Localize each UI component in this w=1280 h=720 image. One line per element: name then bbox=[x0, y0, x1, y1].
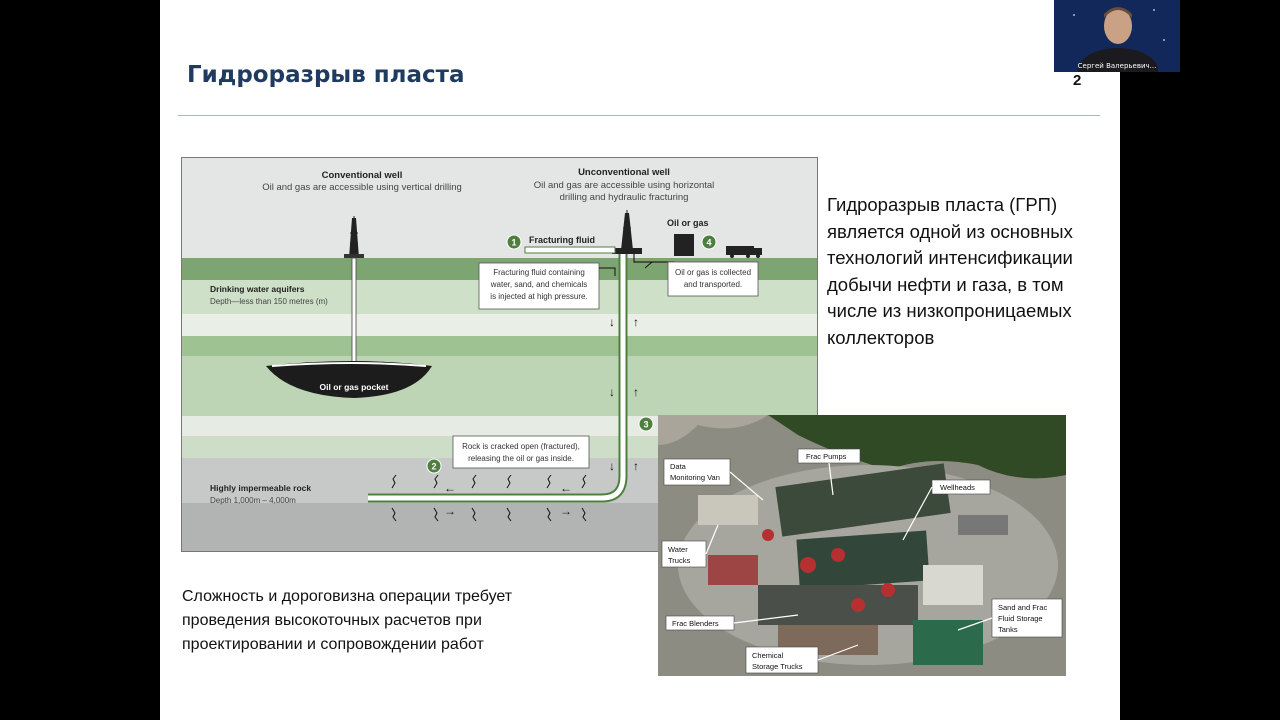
title-divider bbox=[178, 115, 1100, 116]
slide: Гидроразрыв пласта 2 bbox=[160, 0, 1120, 720]
frac-blenders-label: Frac Blenders bbox=[672, 619, 719, 628]
slide-title: Гидроразрыв пласта bbox=[187, 62, 465, 88]
fluid-callout-line-2: water, sand, and chemicals bbox=[490, 280, 588, 289]
wellheads-label: Wellheads bbox=[940, 483, 975, 492]
svg-text:←: ← bbox=[444, 481, 456, 495]
svg-text:→: → bbox=[560, 504, 572, 518]
data-van-line-2: Monitoring Van bbox=[670, 473, 720, 482]
sand-tanks-line-3: Tanks bbox=[998, 625, 1018, 634]
step-2-badge bbox=[426, 458, 442, 474]
person-shoulders bbox=[1078, 48, 1158, 72]
fracture-cracks bbox=[391, 474, 587, 522]
unconventional-subtitle-2: drilling and hydraulic fracturing bbox=[560, 192, 689, 203]
unconventional-subtitle-1: Oil and gas are accessible using horizon… bbox=[534, 180, 715, 191]
slide-number: 2 bbox=[1073, 72, 1082, 89]
chemical-trucks-line-1: Chemical bbox=[752, 651, 784, 660]
step-3-number: 3 bbox=[643, 420, 648, 430]
body-text: Гидроразрыв пласта (ГРП) является одной … bbox=[827, 194, 1073, 348]
sand-tanks-line-2: Fluid Storage bbox=[998, 614, 1043, 623]
water-trucks-line-1: Water bbox=[668, 545, 688, 554]
tree-line bbox=[768, 415, 1066, 479]
webcam-participant-name: Сергей Валерьевич... bbox=[1077, 62, 1157, 70]
step-2-number: 2 bbox=[431, 462, 436, 472]
rock-callout-line-2: releasing the oil or gas inside. bbox=[468, 454, 574, 463]
step-1-badge bbox=[506, 234, 522, 250]
rock-title: Highly impermeable rock bbox=[210, 483, 311, 493]
frac-site-photo: Data Monitoring Van Frac Pumps Wellheads… bbox=[658, 415, 1066, 676]
svg-text:↓: ↓ bbox=[609, 459, 615, 473]
rock-callout-box bbox=[452, 435, 590, 469]
water-trucks-line-2: Trucks bbox=[668, 556, 690, 565]
rock-depth: Depth 1,000m – 4,000m bbox=[210, 496, 296, 505]
svg-text:↑: ↑ bbox=[633, 385, 639, 399]
up-arrow-icon: ↑ bbox=[633, 315, 639, 329]
aquifer-depth: Depth—less than 150 metres (m) bbox=[210, 297, 328, 306]
webcam-overlay: Сергей Валерьевич... bbox=[1054, 0, 1180, 72]
rock-callout-line-1: Rock is cracked open (fractured), bbox=[462, 442, 580, 451]
truck-icon bbox=[726, 246, 762, 258]
collect-callout-line-1: Oil or gas is collected bbox=[675, 268, 751, 277]
svg-text:←: ← bbox=[560, 481, 572, 495]
fracturing-fluid-label: Fracturing fluid bbox=[529, 235, 595, 245]
sky-band bbox=[182, 158, 817, 258]
fluid-callout-line-1: Fracturing fluid containing bbox=[493, 268, 585, 277]
person-face bbox=[1104, 8, 1132, 44]
data-van-label-box bbox=[663, 458, 731, 486]
oil-or-gas-label: Oil or gas bbox=[667, 218, 709, 228]
chemical-trucks-line-2: Storage Trucks bbox=[752, 662, 803, 671]
water-trucks-label-box bbox=[661, 540, 707, 568]
collect-callout-line-2: and transported. bbox=[684, 280, 742, 289]
collect-callout-box bbox=[667, 261, 759, 297]
data-van-line-1: Data bbox=[670, 462, 687, 471]
down-arrow-icon: ↓ bbox=[609, 315, 615, 329]
step-3-badge bbox=[638, 416, 654, 432]
svg-text:↑: ↑ bbox=[633, 459, 639, 473]
frac-pumps-label: Frac Pumps bbox=[806, 452, 847, 461]
bottom-text: Сложность и дороговизна операции требует… bbox=[182, 588, 513, 653]
unconventional-derrick-icon bbox=[612, 210, 642, 254]
photo-pointer-lines bbox=[705, 462, 993, 661]
fluid-callout-box bbox=[478, 262, 600, 310]
oil-pocket-label: Oil or gas pocket bbox=[320, 382, 389, 392]
step-4-number: 4 bbox=[706, 238, 711, 248]
oil-pocket bbox=[266, 361, 432, 398]
svg-text:→: → bbox=[444, 504, 456, 518]
svg-text:↓: ↓ bbox=[609, 385, 615, 399]
fluid-callout-line-3: is injected at high pressure. bbox=[490, 292, 587, 301]
sand-tanks-label-box bbox=[991, 598, 1063, 638]
step-1-number: 1 bbox=[511, 238, 516, 248]
conventional-title: Conventional well bbox=[322, 170, 403, 181]
unconventional-title: Unconventional well bbox=[578, 167, 670, 178]
storage-tank-icon bbox=[674, 234, 694, 256]
conventional-derrick-icon bbox=[344, 216, 364, 258]
sand-tanks-line-1: Sand and Frac bbox=[998, 603, 1047, 612]
step-4-badge bbox=[701, 234, 717, 250]
aquifer-title: Drinking water aquifers bbox=[210, 284, 305, 294]
conventional-subtitle: Oil and gas are accessible using vertica… bbox=[262, 182, 462, 193]
